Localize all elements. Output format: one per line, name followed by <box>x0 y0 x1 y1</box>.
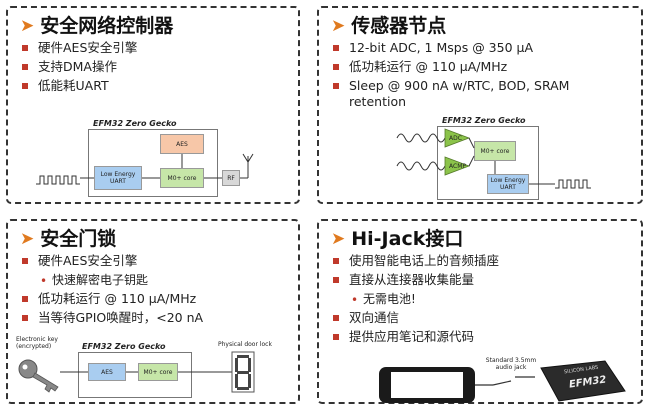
acmp-triangle-icon <box>444 156 471 176</box>
list-item: 硬件AES安全引擎 <box>16 40 137 56</box>
bullet-list: 硬件AES安全引擎 支持DMA操作 低能耗UART <box>16 40 137 97</box>
electronic-key-label: Electronic key (encrypted) <box>16 336 58 350</box>
panel-secure-door-lock: ➤安全门锁 硬件AES安全引擎 •快速解密电子钥匙 低功耗运行 @ 110 μA… <box>6 219 300 404</box>
list-item: 提供应用笔记和源代码 <box>327 329 499 345</box>
panel-title: ➤安全网络控制器 <box>20 15 174 37</box>
diagram-title: EFM32 Zero Gecko <box>82 342 166 351</box>
diagram-title: EFM32 Zero Gecko <box>442 116 526 125</box>
square-bullet-icon <box>333 258 339 264</box>
aes-block: AES <box>160 134 204 154</box>
adc-label: ADC <box>449 135 462 142</box>
list-item: Sleep @ 900 nA w/RTC, BOD, SRAM retentio… <box>327 78 627 110</box>
arrow-bullet-icon: ➤ <box>331 16 346 36</box>
bullet-list: 使用智能电话上的音频插座 直接从连接器收集能量 •无需电池! 双向通信 提供应用… <box>327 253 499 348</box>
list-item: 低功耗运行 @ 110 μA/MHz <box>16 291 203 307</box>
smartphone-icon <box>379 367 475 403</box>
audio-jack-label: Standard 3.5mm audio jack <box>485 357 537 371</box>
square-bullet-icon <box>333 64 339 70</box>
panel-title: ➤Hi-Jack接口 <box>331 228 464 250</box>
list-item: 双向通信 <box>327 310 499 326</box>
adc-triangle-icon <box>444 128 471 148</box>
bullet-list: 12-bit ADC, 1 Msps @ 350 μA 低功耗运行 @ 110 … <box>327 40 627 113</box>
square-bullet-icon <box>22 45 28 51</box>
acmp-label: ACMP <box>449 163 466 170</box>
list-item: 直接从连接器收集能量 <box>327 272 499 288</box>
low-energy-uart-block: Low Energy UART <box>487 174 529 194</box>
serial-waveform-icon <box>36 175 80 185</box>
square-bullet-icon <box>333 277 339 283</box>
serial-waveform-icon <box>555 179 591 189</box>
m0-core-block: M0+ core <box>138 363 178 381</box>
list-subitem: •快速解密电子钥匙 <box>40 273 149 288</box>
diagram-title: EFM32 Zero Gecko <box>93 119 177 128</box>
key-icon <box>18 359 59 393</box>
panel-sensor-node: ➤传感器节点 12-bit ADC, 1 Msps @ 350 μA 低功耗运行… <box>317 6 643 204</box>
panel-title: ➤安全门锁 <box>20 228 117 250</box>
diagram-lines <box>396 128 591 189</box>
square-bullet-icon <box>22 315 28 321</box>
square-bullet-icon <box>22 258 28 264</box>
list-item: 支持DMA操作 <box>16 59 137 75</box>
arrow-bullet-icon: ➤ <box>20 16 35 36</box>
low-energy-uart-block: Low Energy UART <box>94 166 142 190</box>
panel-secure-network-controller: ➤安全网络控制器 硬件AES安全引擎 支持DMA操作 低能耗UART EFM32… <box>6 6 300 204</box>
analog-waveform-icon <box>396 133 446 143</box>
panel-hijack-interface: ➤Hi-Jack接口 使用智能电话上的音频插座 直接从连接器收集能量 •无需电池… <box>317 219 643 404</box>
seven-segment-lock-icon <box>231 351 255 393</box>
rf-block: RF <box>222 170 240 186</box>
m0-core-block: M0+ core <box>160 168 204 188</box>
bullet-list: 硬件AES安全引擎 •快速解密电子钥匙 低功耗运行 @ 110 μA/MHz 当… <box>16 253 203 329</box>
list-item: 硬件AES安全引擎 <box>16 253 203 269</box>
square-bullet-icon <box>333 315 339 321</box>
sub-bullet-icon: • <box>351 293 359 307</box>
arrow-bullet-icon: ➤ <box>20 229 35 249</box>
square-bullet-icon <box>22 64 28 70</box>
physical-door-lock-label: Physical door lock <box>218 341 272 348</box>
analog-waveform-icon <box>396 161 446 171</box>
arrow-bullet-icon: ➤ <box>331 229 346 249</box>
aes-block: AES <box>88 363 126 381</box>
square-bullet-icon <box>333 45 339 51</box>
square-bullet-icon <box>22 296 28 302</box>
square-bullet-icon <box>333 83 339 89</box>
diagram-lines <box>18 351 255 393</box>
list-item: 12-bit ADC, 1 Msps @ 350 μA <box>327 40 627 56</box>
list-item: 低能耗UART <box>16 78 137 94</box>
m0-core-block: M0+ core <box>474 141 516 161</box>
panel-title: ➤传感器节点 <box>331 15 447 37</box>
square-bullet-icon <box>22 83 28 89</box>
diagram-lines <box>379 360 626 403</box>
sub-bullet-icon: • <box>40 274 48 288</box>
list-item: 低功耗运行 @ 110 μA/MHz <box>327 59 627 75</box>
square-bullet-icon <box>333 334 339 340</box>
list-subitem: •无需电池! <box>351 292 416 307</box>
efm32-chip-icon <box>540 360 626 402</box>
list-item: 当等待GPIO唤醒时，<20 nA <box>16 310 203 326</box>
diagram-lines <box>36 153 254 185</box>
list-item: 使用智能电话上的音频插座 <box>327 253 499 269</box>
